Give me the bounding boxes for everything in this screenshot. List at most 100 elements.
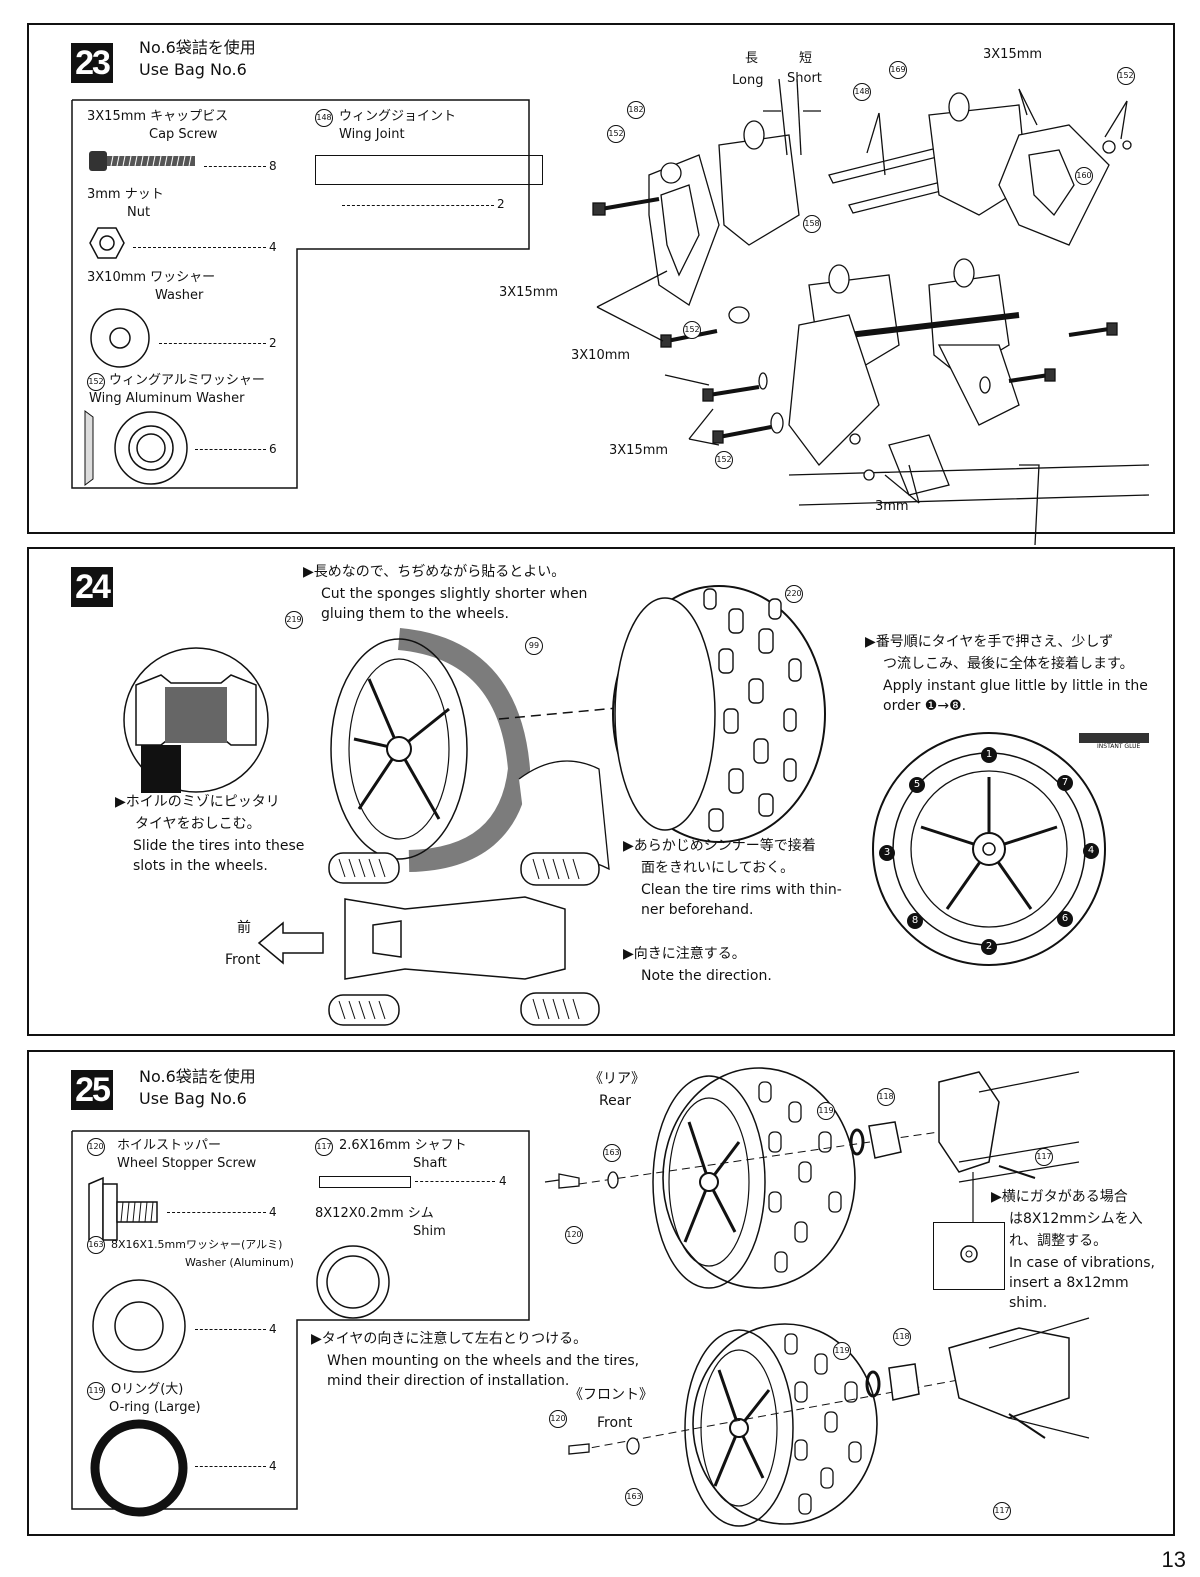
rear-jp: 《リア》 — [589, 1071, 645, 1087]
page-number: 13 — [1161, 1547, 1186, 1572]
front-wheel-assembly — [568, 1317, 1090, 1527]
code-152-upper: 152 — [607, 125, 625, 143]
bag-header-en: Use Bag No.6 — [139, 60, 247, 79]
note-sponge-en-2: gluing them to the wheels. — [321, 606, 509, 622]
label-washer-3x10: 3X10mm — [571, 348, 631, 363]
front-en: Front — [225, 952, 261, 968]
note-glue-en-2: order ❶→❽. — [883, 698, 967, 714]
part-stopper-qty: 4 — [269, 1205, 277, 1219]
part-washer-jp: 3X10mm ワッシャー — [87, 270, 216, 285]
bag-header-en: Use Bag No.6 — [139, 1089, 247, 1108]
glue-order-marker: 2 — [981, 939, 997, 955]
step-24-panel: 24 ▶長めなので、ちぢめながら貼るとよい。 Cut the sponges s… — [27, 547, 1175, 1036]
step-number: 23 — [71, 43, 113, 83]
part-code-119: 119 — [87, 1382, 105, 1400]
code-117-rear: 117 — [1035, 1148, 1053, 1166]
note-slide-jp-1: ▶ホイルのミゾにピッタリ — [115, 794, 280, 810]
knobby-tire-diagram — [612, 585, 826, 843]
qty-leader — [195, 1466, 266, 1467]
part-shim-en: Shim — [413, 1224, 446, 1239]
part-wing-joint-jp: ウィングジョイント — [339, 109, 457, 124]
qty-leader — [415, 1181, 495, 1182]
label-screw-top: 3X15mm — [983, 47, 1043, 62]
step-23-panel: 23 No.6袋詰を使用 Use Bag No.6 3X15mm キャップビス … — [27, 23, 1175, 546]
part-oring-jp: Oリング(大) — [111, 1382, 184, 1397]
code-99: 99 — [525, 637, 543, 655]
code-120-front: 120 — [549, 1410, 567, 1428]
part-cap-screw-en: Cap Screw — [149, 127, 218, 142]
note-clean-jp-1: ▶あらかじめシンナー等で接着 — [623, 838, 816, 854]
part-washer-qty: 2 — [269, 336, 277, 350]
part-code-120: 120 — [87, 1138, 105, 1156]
parts-box — [71, 1130, 530, 1510]
wing-joint-bar — [315, 155, 543, 185]
part-code-152: 152 — [87, 373, 105, 391]
shim-detail-icon — [960, 1245, 978, 1263]
note-slide-en-1: Slide the tires into these — [133, 838, 305, 854]
wing-mount-assembly-diagram — [592, 78, 1150, 546]
note-slide-en-2: slots in the wheels. — [133, 858, 268, 874]
part-shaft-en: Shaft — [413, 1156, 447, 1171]
bag-header-jp: No.6袋詰を使用 — [139, 38, 256, 57]
glue-order-marker: 4 — [1083, 843, 1099, 859]
part-wing-washer-qty: 6 — [269, 442, 277, 456]
part-nut-en: Nut — [127, 205, 151, 220]
front-arrow-icon — [257, 921, 324, 965]
front-en: Front — [597, 1415, 633, 1431]
note-dir-jp: ▶向きに注意する。 — [623, 946, 746, 962]
part-code-163: 163 — [87, 1236, 105, 1254]
part-wing-washer-jp: ウィングアルミワッシャー — [109, 373, 265, 388]
part-cap-screw-qty: 8 — [269, 159, 277, 173]
part-code-117: 117 — [315, 1138, 333, 1156]
part-wing-joint-qty: 2 — [497, 197, 505, 211]
wing-washer-icon — [84, 410, 188, 486]
front-jp: 前 — [237, 920, 251, 936]
code-120-rear: 120 — [565, 1226, 583, 1244]
instant-glue-label: INSTANT GLUE — [1097, 743, 1141, 750]
note-vib-en-3: shim. — [1009, 1295, 1048, 1311]
code-160: 160 — [1075, 167, 1093, 185]
code-163-rear: 163 — [603, 1144, 621, 1162]
aluminum-washer-icon — [92, 1279, 186, 1373]
label-short-jp: 短 — [799, 51, 813, 66]
note-mount-en-2: mind their direction of installation. — [327, 1373, 570, 1389]
qty-leader — [204, 166, 266, 167]
note-glue-jp-2: つ流しこみ、最後に全体を接着します。 — [883, 656, 1134, 672]
qty-leader — [133, 247, 266, 248]
qty-leader — [195, 449, 266, 450]
wheel-sponge-diagram — [330, 628, 610, 872]
code-119-front: 119 — [833, 1342, 851, 1360]
note-sponge-en-1: Cut the sponges slightly shorter when — [321, 586, 588, 602]
note-vib-jp-3: れ、調整する。 — [1009, 1233, 1108, 1249]
label-screw-left: 3X15mm — [499, 285, 559, 300]
label-long-jp: 長 — [745, 51, 759, 66]
glue-order-marker: 5 — [909, 777, 925, 793]
step-25-panel: 25 No.6袋詰を使用 Use Bag No.6 120 ホイルストッパー W… — [27, 1050, 1175, 1536]
nut-icon — [89, 227, 125, 259]
step-number: 24 — [71, 567, 113, 607]
tire-cross-section-inset — [123, 647, 269, 793]
code-219: 219 — [285, 611, 303, 629]
code-118-front: 118 — [893, 1328, 911, 1346]
note-vib-jp-1: ▶横にガタがある場合 — [991, 1189, 1128, 1205]
part-shaft-qty: 4 — [499, 1174, 507, 1188]
rear-en: Rear — [599, 1093, 632, 1109]
part-nut-jp: 3mm ナット — [87, 187, 164, 202]
note-sponge-jp: ▶長めなので、ちぢめながら貼るとよい。 — [303, 564, 566, 580]
part-washer-alu-jp: 8X16X1.5mmワッシャー(アルミ) — [111, 1238, 283, 1251]
oring-icon — [90, 1419, 188, 1517]
glue-order-marker: 7 — [1057, 775, 1073, 791]
note-glue-en-1: Apply instant glue little by little in t… — [883, 678, 1148, 694]
glue-order-marker: 3 — [879, 845, 895, 861]
part-wing-washer-en: Wing Aluminum Washer — [89, 391, 245, 406]
rear-wheel-assembly — [544, 1067, 1080, 1289]
qty-leader — [342, 205, 494, 206]
wheel-stopper-icon — [88, 1176, 158, 1250]
part-code-148: 148 — [315, 109, 333, 127]
code-152-right: 152 — [1117, 67, 1135, 85]
part-stopper-en: Wheel Stopper Screw — [117, 1156, 257, 1171]
glue-order-wheel — [872, 732, 1106, 966]
qty-leader — [167, 1212, 266, 1213]
part-washer-en: Washer — [155, 288, 204, 303]
note-clean-jp-2: 面をきれいにしておく。 — [641, 860, 795, 876]
